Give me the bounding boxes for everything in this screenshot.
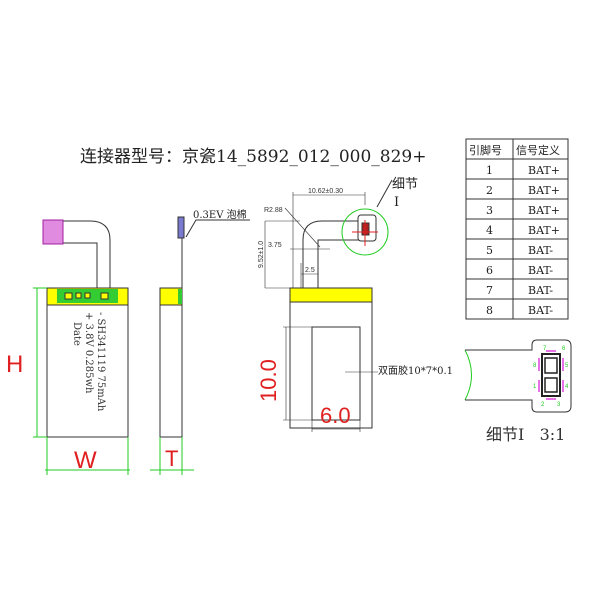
foam-pad bbox=[177, 216, 185, 239]
pin-label: 6 bbox=[562, 346, 566, 352]
drawing-title: 连接器型号：京瓷14_5892_012_000_829+ bbox=[80, 147, 426, 167]
detail-callout: 细节 bbox=[392, 177, 418, 192]
dim-tail: 2.5 bbox=[305, 267, 315, 274]
label-date: Date bbox=[71, 322, 82, 346]
pin-signal: BAT- bbox=[528, 244, 553, 257]
detail-id: I bbox=[394, 195, 399, 210]
pin-label: 1 bbox=[533, 384, 537, 390]
adhesive-tape bbox=[311, 326, 361, 421]
connector-pad bbox=[42, 219, 64, 245]
battery-side bbox=[159, 287, 183, 438]
dim-flex-width: 10.62±0.30 bbox=[308, 188, 343, 195]
pin-signal: BAT- bbox=[528, 284, 553, 297]
pin-number: 2 bbox=[486, 184, 493, 197]
detail-view: 7 6 8 5 1 4 2 3 细节I 3:1 bbox=[464, 339, 572, 444]
dim-radius: R2.88 bbox=[264, 207, 283, 214]
pin-label: 4 bbox=[565, 384, 569, 390]
table-header-pin: 引脚号 bbox=[469, 143, 502, 157]
dim-thickness-label: T bbox=[165, 446, 178, 471]
detail-circle bbox=[341, 208, 389, 256]
pin-number: 8 bbox=[486, 304, 493, 317]
dim-offset: 3.75 bbox=[268, 242, 282, 249]
pin-label: 5 bbox=[565, 363, 569, 369]
dim-flex-height: 9.52±1.0 bbox=[258, 241, 265, 268]
pin-number: 7 bbox=[486, 284, 493, 297]
tape-label: 双面胶10*7*0.1 bbox=[378, 364, 453, 377]
dim-width-label: W bbox=[74, 447, 97, 474]
pin-label: 7 bbox=[543, 346, 547, 352]
tape-height-label: 10.0 bbox=[256, 359, 281, 402]
pin-signal: BAT+ bbox=[528, 224, 560, 237]
side-view: 0.3EV 泡棉 T bbox=[150, 208, 250, 475]
front-view: - SH341119 75mAh + 3.8V 0.285wh Date H W bbox=[6, 219, 130, 475]
pin-number: 6 bbox=[486, 264, 493, 277]
pin-signal: BAT- bbox=[528, 264, 553, 277]
pin-number: 3 bbox=[486, 204, 493, 217]
pin-signal: BAT+ bbox=[528, 164, 560, 177]
flex-cable bbox=[62, 220, 111, 288]
pin-label: 8 bbox=[533, 363, 537, 369]
table-header-signal: 信号定义 bbox=[516, 143, 560, 157]
label-rating: + 3.8V 0.285wh bbox=[83, 312, 94, 394]
pin-label: 2 bbox=[541, 402, 545, 408]
pin-label: 3 bbox=[557, 402, 561, 408]
dim-height-label: H bbox=[6, 351, 23, 378]
pin-number: 4 bbox=[486, 224, 493, 237]
pin-signal: BAT- bbox=[528, 304, 553, 317]
pin-signal: BAT+ bbox=[528, 204, 560, 217]
pin-signal: BAT+ bbox=[528, 184, 560, 197]
label-model: - SH341119 75mAh bbox=[95, 312, 106, 412]
detail-caption: 细节I 3:1 bbox=[486, 425, 565, 444]
tape-width-label: 6.0 bbox=[320, 403, 351, 428]
pin-number: 1 bbox=[486, 164, 493, 177]
pin-number: 5 bbox=[486, 244, 493, 257]
back-view: 细节 I 10.62±0.30 R2.88 9.52±1.0 3.75 2.5 … bbox=[256, 177, 453, 432]
battery-body bbox=[46, 287, 129, 438]
foam-label: 0.3EV 泡棉 bbox=[193, 208, 247, 221]
